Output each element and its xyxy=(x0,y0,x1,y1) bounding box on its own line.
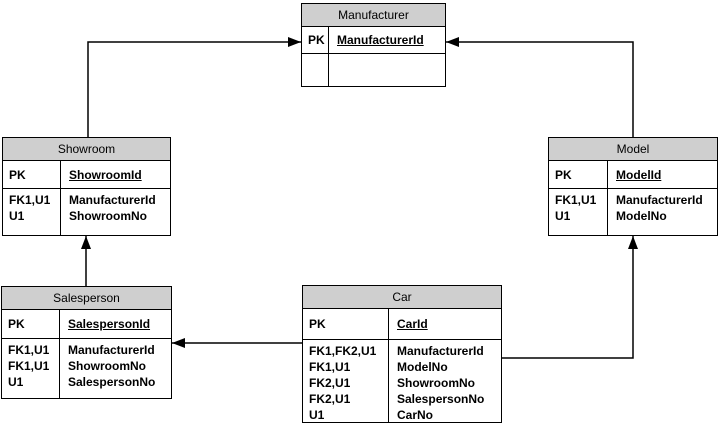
attribute-name: ManufacturerId xyxy=(69,193,156,207)
pk-attribute-name: ManufacturerId xyxy=(337,33,424,47)
key-label xyxy=(308,57,328,73)
key-label: FK2,U1 xyxy=(309,392,351,406)
entity-pk-row: PK SalespersonId xyxy=(2,310,171,339)
attribute-name: ShowroomNo xyxy=(68,359,146,373)
pk-key-label: PK xyxy=(308,33,325,47)
arrowhead-model-to-manufacturer xyxy=(446,37,459,47)
key-label: U1 xyxy=(555,209,571,223)
pk-attribute-name: ModelId xyxy=(616,167,662,182)
key-label: U1 xyxy=(8,375,24,389)
pk-attribute-name: CarId xyxy=(397,317,428,331)
entity-pk-row: PK ManufacturerId xyxy=(302,27,445,54)
pk-key-label: PK xyxy=(8,317,25,331)
pk-attr-cell: CarId xyxy=(388,309,501,339)
entity-manufacturer[interactable]: Manufacturer PK ManufacturerId xyxy=(301,3,446,87)
key-label: U1 xyxy=(309,408,325,422)
attribute-name: ManufacturerId xyxy=(68,343,155,357)
pk-attr-cell: ModelId xyxy=(607,161,717,188)
attribute-name: ModelNo xyxy=(397,360,448,374)
pk-key-label: PK xyxy=(309,317,326,331)
key-label: FK1,U1 xyxy=(309,360,351,374)
entity-title: Model xyxy=(549,138,717,161)
connector-showroom-to-manufacturer[interactable] xyxy=(87,41,301,137)
key-label: FK1,U1 xyxy=(8,343,50,357)
attr-keys-col xyxy=(302,54,328,86)
key-label: FK1,U1 xyxy=(9,193,51,207)
key-label: FK1,FK2,U1 xyxy=(309,344,377,358)
entity-title: Showroom xyxy=(3,138,170,161)
attribute-name: ManufacturerId xyxy=(616,193,703,207)
attribute-name xyxy=(337,57,445,73)
entity-title: Salesperson xyxy=(2,287,171,310)
entity-title: Manufacturer xyxy=(302,4,445,27)
key-label: U1 xyxy=(9,209,25,223)
pk-attr-cell: ManufacturerId xyxy=(328,27,445,53)
pk-attr-cell: ShowroomId xyxy=(60,161,170,188)
connector-model-to-manufacturer[interactable] xyxy=(446,41,634,137)
entity-pk-row: PK ShowroomId xyxy=(3,161,170,189)
attribute-name: SalespersonNo xyxy=(397,392,485,406)
arrowhead-showroom-to-manufacturer xyxy=(288,37,301,47)
attr-names-col xyxy=(328,54,445,86)
entity-title: Car xyxy=(303,286,501,309)
entity-attributes-section xyxy=(302,54,445,86)
key-label: FK2,U1 xyxy=(309,376,351,390)
key-label: FK1,U1 xyxy=(555,193,597,207)
key-label: FK1,U1 xyxy=(8,359,50,373)
entity-pk-row: PK ModelId xyxy=(549,161,717,189)
arrowhead-salesperson-to-showroom xyxy=(81,236,91,249)
attribute-name: ShowroomNo xyxy=(397,376,475,390)
pk-key-label: PK xyxy=(555,167,572,182)
pk-attribute-name: SalespersonId xyxy=(68,317,151,331)
attribute-name: ShowroomNo xyxy=(69,209,147,223)
attribute-name: ManufacturerId xyxy=(397,344,484,358)
attribute-name: SalespersonNo xyxy=(68,375,156,389)
arrowhead-car-to-salesperson xyxy=(172,338,185,348)
pk-attr-cell: SalespersonId xyxy=(59,310,171,338)
attribute-name: CarNo xyxy=(397,408,434,422)
entity-pk-row: PK CarId xyxy=(303,309,501,340)
pk-key-label: PK xyxy=(9,167,26,182)
connector-car-to-model[interactable] xyxy=(502,236,634,359)
attribute-name: ModelNo xyxy=(616,209,667,223)
pk-attribute-name: ShowroomId xyxy=(69,167,142,182)
arrowhead-car-to-model xyxy=(628,236,638,249)
